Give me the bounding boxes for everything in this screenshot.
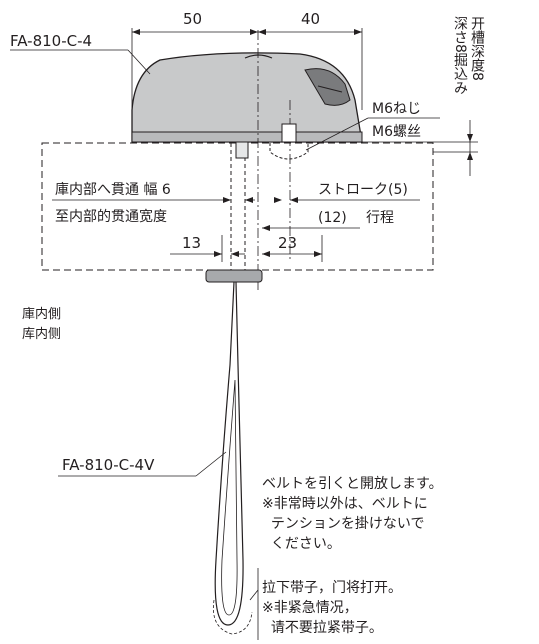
through-arrow-left (223, 197, 231, 203)
stroke-cn-num: (12) (318, 210, 347, 226)
depth-arrow-bottom (467, 152, 473, 160)
device-base-plate (131, 131, 363, 143)
through-cn-label: 至内部的贯通宽度 (55, 208, 167, 225)
screw-jp-label: M6ねじ (372, 101, 421, 117)
belt-loop (214, 281, 244, 626)
screw-leader (305, 117, 369, 151)
through-jp-label: 庫内部へ貫通 幅 6 (55, 181, 171, 198)
stroke-arrow-right (290, 197, 298, 203)
latch-detail (317, 85, 343, 93)
dim-23-label: 23 (278, 234, 297, 252)
latch-window (304, 68, 351, 106)
screw-cn-label: M6螺丝 (372, 124, 421, 140)
device-body (131, 52, 363, 143)
model-belt-label: FA-810-C-4V (62, 456, 155, 474)
arrow-23-left (262, 251, 270, 257)
model-top-label: FA-810-C-4 (10, 32, 92, 50)
depth-jp-label: 深さ8掘込み (452, 16, 468, 95)
stroke-cn-label: 行程 (366, 210, 394, 226)
bolt-hole-outline (269, 143, 309, 160)
inside-cn-label: 库内侧 (22, 326, 61, 342)
arrow-40-left (258, 29, 266, 35)
stroke-cn-arrow (262, 225, 270, 231)
depth-cn-label: 开槽深度8 (469, 16, 485, 81)
belt-clip (235, 141, 249, 159)
latch-bolt (281, 123, 297, 143)
note-leader (249, 589, 259, 601)
panel-section-outline (41, 142, 434, 271)
arrow-13b (231, 251, 239, 257)
stroke-jp-label: ストローク(5) (318, 182, 408, 198)
model-top-leader (127, 49, 151, 75)
note-cn: 拉下带子，门将打开。 ※非紧急情况， 请不要拉紧带子。 (262, 580, 402, 636)
belt-loop-inner (221, 379, 238, 616)
inside-jp-label: 庫内側 (22, 306, 61, 322)
dim-13-label: 13 (182, 234, 201, 252)
through-arrow-right (245, 197, 253, 203)
model-belt-leader (195, 451, 227, 477)
pull-arrow (213, 599, 253, 635)
dim-50-label: 50 (183, 10, 202, 28)
depth-arrow-top (467, 134, 473, 142)
belt-anchor-pad (205, 269, 263, 283)
stroke-arrow-left (274, 197, 282, 203)
dim-40-label: 40 (301, 10, 320, 28)
arrow-13 (214, 251, 222, 257)
arrow-40-right (354, 29, 362, 35)
arrow-50-right (250, 29, 258, 35)
note-jp: ベルトを引くと開放します。 ※非常時以外は、ベルトに テンションを掛けないで く… (262, 476, 443, 552)
arrow-50-left (132, 29, 140, 35)
arrow-23-right (314, 251, 322, 257)
